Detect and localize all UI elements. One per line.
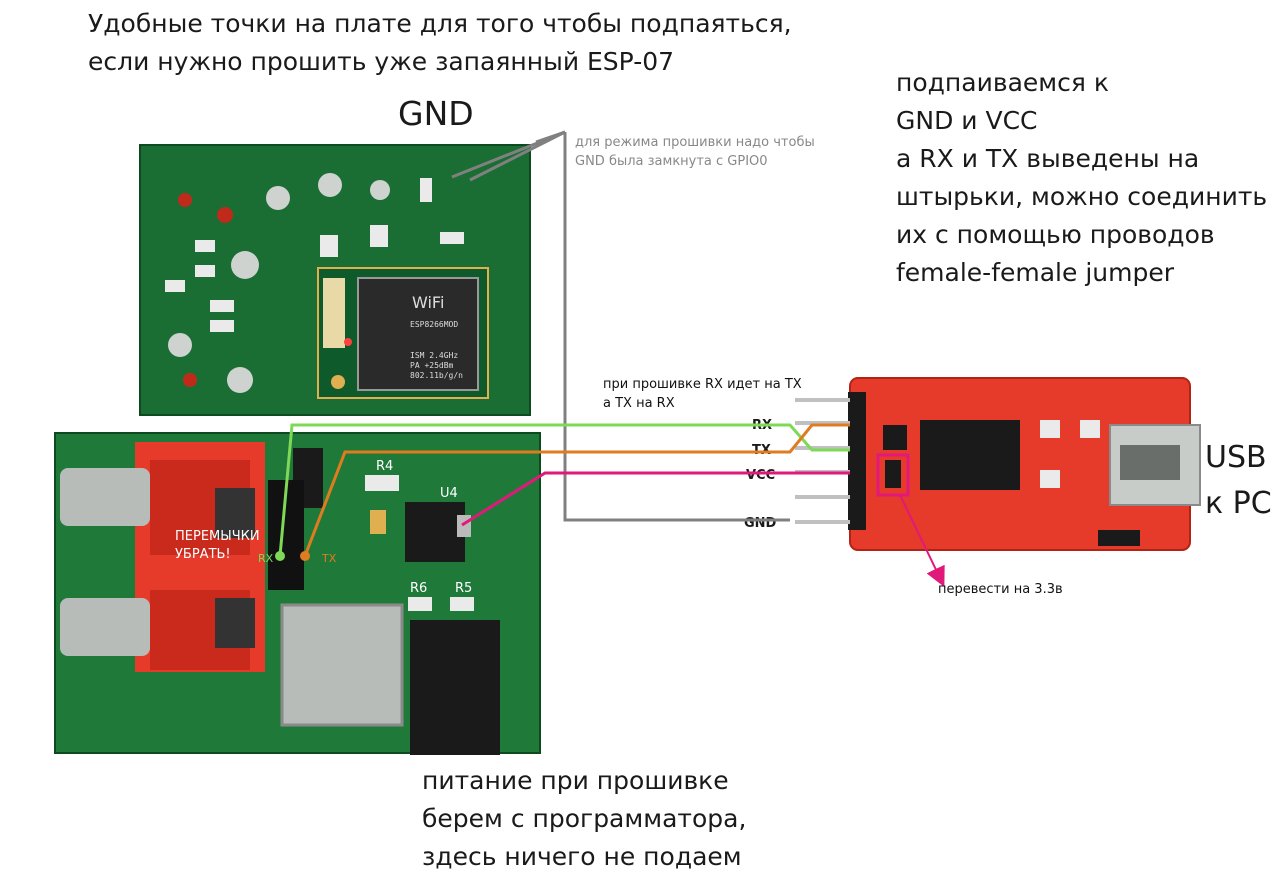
voltage-note: перевести на 3.3в xyxy=(938,582,1063,597)
programmer-gnd-pin-label: GND xyxy=(744,516,777,531)
board-u4-label: U4 xyxy=(440,486,458,501)
top-right-caption-line2: GND и VCC xyxy=(896,106,1038,135)
board-r4-label: R4 xyxy=(376,459,393,474)
esp-board-photo xyxy=(139,144,531,416)
top-left-caption-line2: если нужно прошить уже запаянный ESP-07 xyxy=(88,47,675,76)
gnd-title: GND xyxy=(398,94,474,133)
jumpers-remove-label-line2: УБРАТЬ! xyxy=(175,547,231,562)
usb-caption-line1: USB xyxy=(1205,440,1267,475)
top-right-caption-line5: их с помощью проводов xyxy=(896,220,1215,249)
top-right-caption-line4: штырьки, можно соединить xyxy=(896,182,1268,211)
esp-standard-label: 802.11b/g/n xyxy=(410,371,463,380)
top-right-caption: подпаиваемся к GND и VCC а RX и TX вывед… xyxy=(896,64,1267,292)
jumpers-remove-label-line1: ПЕРЕМЫЧКИ xyxy=(175,529,260,544)
gnd-pointer-2 xyxy=(469,130,566,182)
tx-solder-point xyxy=(300,551,310,561)
voltage-pointer-arrow xyxy=(899,494,945,588)
bottom-caption-line2: берем с программатора, xyxy=(422,804,747,833)
tx-wire xyxy=(303,423,850,557)
gnd-pointer-3 xyxy=(535,130,566,144)
bottom-caption-line3: здесь ничего не подаем xyxy=(422,842,742,871)
vcc-wire xyxy=(461,471,850,527)
gnd-wire xyxy=(563,132,790,522)
board-r5-label: R5 xyxy=(455,581,472,596)
rx-tx-note: при прошивке RX идет на TX а TX на RX xyxy=(603,375,802,413)
esp-wifi-logo: WiFi xyxy=(412,293,444,312)
board-rx-label: RX xyxy=(258,552,274,565)
usb-caption-line2: к PC xyxy=(1205,486,1272,521)
gnd-note-line1: для режима прошивки надо чтобы xyxy=(575,135,815,150)
usb-programmer-board xyxy=(795,377,1201,551)
bottom-caption: питание при прошивке берем с программато… xyxy=(422,762,746,876)
top-right-caption-line3: а RX и TX выведены на xyxy=(896,144,1200,173)
top-right-caption-line6: female-female jumper xyxy=(896,258,1175,287)
esp-ism-label: ISM 2.4GHz xyxy=(410,351,458,360)
esp-model-label: ESP8266MOD xyxy=(410,320,458,329)
bottom-caption-line1: питание при прошивке xyxy=(422,766,729,795)
rx-tx-note-line1: при прошивке RX идет на TX xyxy=(603,377,802,392)
top-left-caption-line1: Удобные точки на плате для того чтобы по… xyxy=(88,9,792,38)
gnd-note-line2: GND была замкнута с GPIO0 xyxy=(575,154,768,169)
usb-caption: USB к PC xyxy=(1205,435,1272,527)
programmer-vcc-pin-label: VCC xyxy=(746,468,775,483)
rx-wire xyxy=(278,423,850,557)
gnd-note: для режима прошивки надо чтобы GND была … xyxy=(575,133,815,171)
rx-tx-note-line2: а TX на RX xyxy=(603,396,675,411)
board-tx-label: TX xyxy=(321,552,337,565)
top-right-caption-line1: подпаиваемся к xyxy=(896,68,1109,97)
board-r6-label: R6 xyxy=(410,581,427,596)
top-left-caption: Удобные точки на плате для того чтобы по… xyxy=(88,5,792,81)
esp-pa-label: PA +25dBm xyxy=(410,361,454,370)
rx-solder-point xyxy=(275,551,285,561)
main-board-photo xyxy=(54,432,541,755)
